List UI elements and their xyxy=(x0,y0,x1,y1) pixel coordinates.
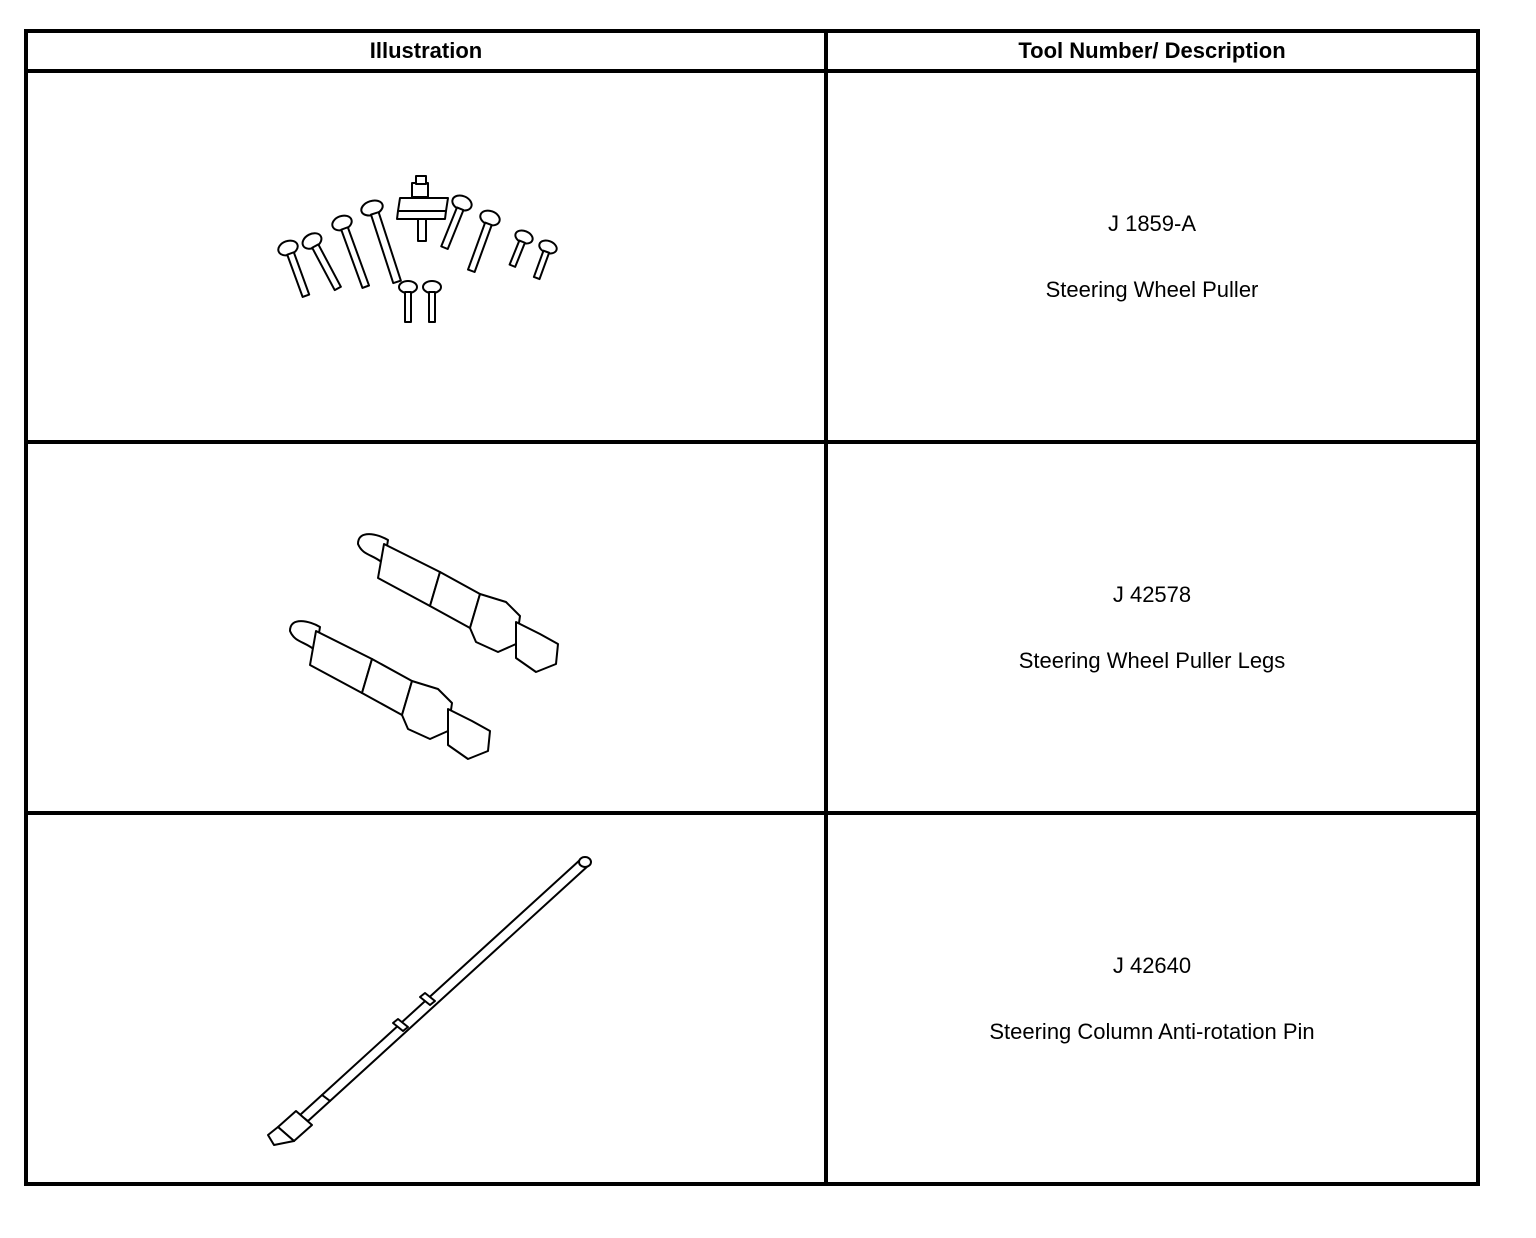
description-cell: J 1859-A Steering Wheel Puller xyxy=(824,69,1480,444)
illustration-cell xyxy=(24,440,828,815)
illustration-cell xyxy=(24,811,828,1186)
table-row: J 42640 Steering Column Anti-rotation Pi… xyxy=(24,811,1480,1186)
header-tool-description: Tool Number/ Description xyxy=(824,29,1480,73)
tool-description: Steering Wheel Puller xyxy=(1045,276,1259,302)
tool-description: Steering Wheel Puller Legs xyxy=(1018,647,1286,673)
tool-number: J 1859-A xyxy=(1107,210,1197,236)
tool-table: Illustration Tool Number/ Description xyxy=(24,29,1480,1186)
table-row: J 42578 Steering Wheel Puller Legs xyxy=(24,440,1480,815)
tool-description: Steering Column Anti-rotation Pin xyxy=(989,1018,1315,1044)
tool-number: J 42578 xyxy=(1112,581,1192,607)
illustration-cell xyxy=(24,69,828,444)
header-illustration: Illustration xyxy=(24,29,828,73)
anti-rotation-pin-icon xyxy=(267,856,592,1146)
tool-number: J 42640 xyxy=(1112,952,1192,978)
description-cell: J 42578 Steering Wheel Puller Legs xyxy=(824,440,1480,815)
table-header-row: Illustration Tool Number/ Description xyxy=(24,29,1480,73)
steering-wheel-puller-icon xyxy=(277,175,558,323)
description-cell: J 42640 Steering Column Anti-rotation Pi… xyxy=(824,811,1480,1186)
table-row: J 1859-A Steering Wheel Puller xyxy=(24,69,1480,444)
puller-legs-icon xyxy=(289,533,559,760)
